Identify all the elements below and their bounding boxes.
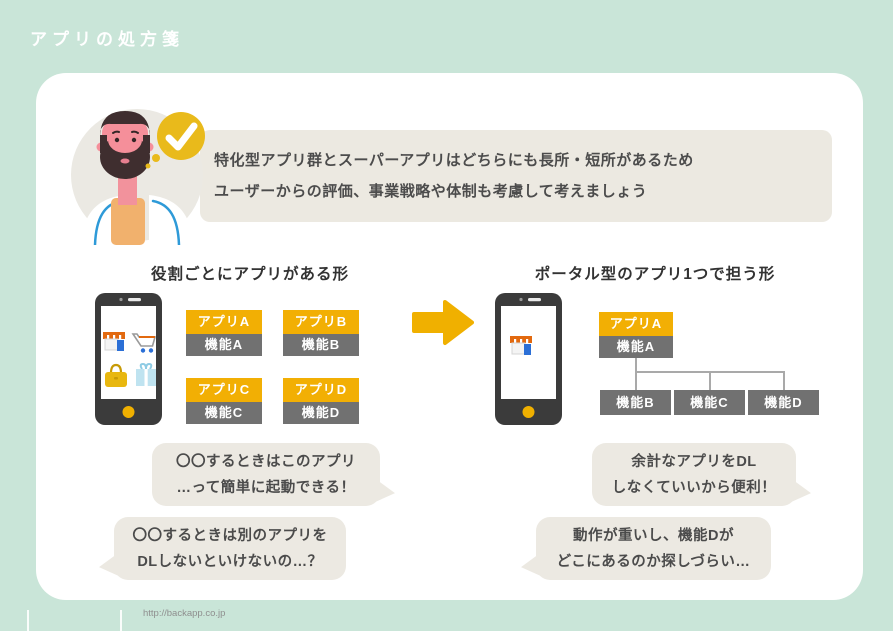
gift-icon (136, 362, 156, 386)
bubble-right-con-line-2: どこにあるのか探しづらい… (556, 554, 751, 570)
bubble-right-con: 動作が重いし、機能Dが どこにあるのか探しづらい… (521, 517, 771, 580)
right-section-heading: ポータル型のアプリ1つで担う形 (534, 266, 776, 283)
cart-icon (131, 333, 157, 353)
child-func-c: 機能C (674, 390, 745, 415)
left-section-heading: 役割ごとにアプリがある形 (150, 266, 349, 283)
app-box-b: アプリB 機能B (283, 310, 359, 356)
bubble-right-con-line-1: 動作が重いし、機能Dが (573, 528, 734, 544)
bubble-left-pro: 〇〇するときはこのアプリ …って簡単に起動できる！ (152, 443, 395, 506)
bubble-right-pro-line-2: しなくていいから便利！ (611, 480, 777, 496)
bubble-left-pro-line-1: 〇〇するときはこのアプリ (176, 454, 356, 470)
func-a-label: 機能A (186, 334, 262, 356)
page-title: アプリの処方箋 (30, 30, 184, 49)
footer-url: http://backapp.co.jp (143, 608, 226, 619)
child-func-b: 機能B (600, 390, 671, 415)
advice-line-1: 特化型アプリ群とスーパーアプリはどちらにも長所・短所があるため (214, 152, 694, 169)
bubble-left-con-line-2: DLしないといけないの…？ (137, 554, 323, 570)
tree-connector-stub-b (635, 372, 637, 390)
app-b-label: アプリB (283, 310, 359, 334)
advice-box: 特化型アプリ群とスーパーアプリはどちらにも長所・短所があるため ユーザーからの評… (200, 130, 832, 222)
footer-tick-mark (120, 610, 122, 631)
storefront-icon (509, 335, 533, 356)
func-c-label: 機能C (186, 402, 262, 424)
app-c-label: アプリC (186, 378, 262, 402)
portal-app-phone (495, 293, 562, 425)
advisor-head (96, 111, 154, 179)
portal-app-box: アプリA 機能A (599, 312, 673, 358)
tree-connector-stub-c (709, 372, 711, 390)
bubble-left-con: 〇〇するときは別のアプリを DLしないといけないの…？ (99, 517, 346, 580)
tree-connector-vertical (635, 358, 637, 373)
app-box-c: アプリC 機能C (186, 378, 262, 424)
portal-app-label: アプリA (599, 312, 673, 336)
bubble-left-con-line-1: 〇〇するときは別のアプリを (132, 528, 328, 544)
footer-tick-mark (27, 610, 29, 631)
bubble-right-pro: 余計なアプリをDL しなくていいから便利！ (592, 443, 811, 506)
app-box-a: アプリA 機能A (186, 310, 262, 356)
app-a-label: アプリA (186, 310, 262, 334)
check-icon (145, 112, 205, 169)
app-box-d: アプリD 機能D (283, 378, 359, 424)
portal-func-label: 機能A (599, 336, 673, 358)
advisor-avatar (71, 109, 205, 245)
storefront-icon (102, 331, 126, 352)
tree-connector-stub-d (783, 372, 785, 390)
advice-line-2: ユーザーからの評価、事業戦略や体制も考慮して考えましょう (214, 183, 648, 200)
child-func-d: 機能D (748, 390, 819, 415)
bubble-left-pro-line-2: …って簡単に起動できる！ (176, 480, 356, 496)
func-d-label: 機能D (283, 402, 359, 424)
app-d-label: アプリD (283, 378, 359, 402)
multi-app-phone (95, 293, 162, 425)
arrow-right-icon (412, 300, 474, 345)
bag-icon (105, 363, 127, 387)
bubble-right-pro-line-1: 余計なアプリをDL (631, 454, 757, 470)
func-b-label: 機能B (283, 334, 359, 356)
